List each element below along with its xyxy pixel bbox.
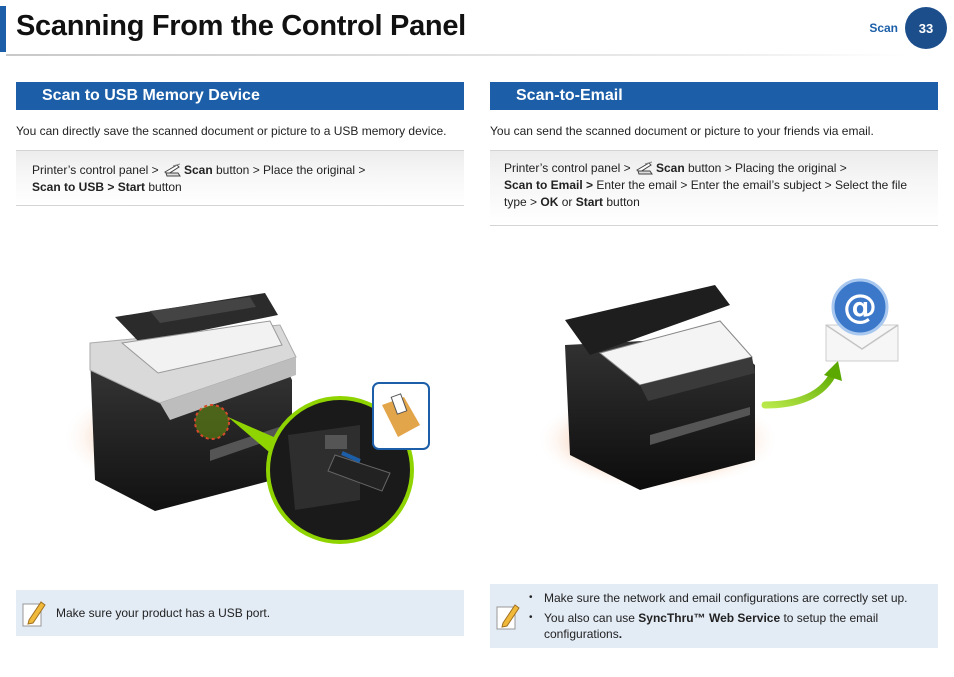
syncthru-link-text: SyncThru™ Web Service — [638, 611, 781, 625]
note-pencil-icon — [496, 604, 520, 630]
email-step-text: Enter the email > Enter the email’s subj… — [504, 178, 907, 209]
email-at-glyph: @ — [843, 287, 877, 327]
title-accent-bar — [0, 6, 6, 52]
scanner-glass — [120, 320, 283, 374]
note-text: You also can use — [544, 611, 639, 625]
list-item: You also can use SyncThru™ Web Service t… — [528, 610, 928, 642]
email-step-scan: Scan — [655, 161, 685, 175]
email-section-heading: Scan-to-Email — [490, 82, 938, 110]
usb-intro: You can directly save the scanned docume… — [16, 124, 447, 138]
title-rule — [6, 54, 906, 56]
usb-arrow — [341, 451, 361, 463]
usb-step-text: button > Place the original > — [212, 163, 366, 177]
email-step-text: button — [603, 195, 640, 209]
usb-step-text: Printer’s control panel > — [32, 163, 162, 177]
usb-steps: Printer’s control panel > Scan button > … — [16, 150, 464, 206]
note-text-end: . — [618, 627, 623, 641]
usb-step-text: button — [145, 180, 182, 194]
usb-step-target: Scan to USB > Start — [32, 180, 146, 194]
usb-step-scan: Scan — [183, 163, 213, 177]
usb-section: Scan to USB Memory Device You can direct… — [16, 82, 464, 206]
email-printer-illustration: @ — [536, 278, 899, 490]
usb-folder-body — [382, 397, 420, 437]
email-intro: You can send the scanned document or pic… — [490, 124, 874, 138]
section-label[interactable]: Scan — [869, 21, 898, 35]
page-title: Scanning From the Control Panel — [16, 10, 466, 42]
send-arrow — [761, 366, 839, 409]
zoom-usb-slot — [325, 435, 347, 449]
usb-section-heading: Scan to USB Memory Device — [16, 82, 464, 110]
email-section: Scan-to-Email You can send the scanned d… — [490, 82, 938, 226]
usb-printer-illustration — [62, 293, 430, 544]
usb-port-highlight — [194, 404, 230, 440]
list-item: Make sure the network and email configur… — [528, 590, 928, 606]
email-step-target: Scan to Email > — [504, 178, 594, 192]
usb-note: Make sure your product has a USB port. — [16, 590, 464, 636]
printer-control-strip — [640, 357, 755, 401]
email-steps: Printer’s control panel > Scan button > … — [490, 150, 938, 226]
usb-folder-plug — [390, 393, 408, 415]
email-step-start: Start — [575, 195, 604, 209]
email-envelope-flap — [825, 324, 899, 350]
usb-note-text: Make sure your product has a USB port. — [56, 606, 271, 620]
document-feeder — [150, 297, 256, 323]
page-number-badge: 33 — [905, 7, 947, 49]
send-arrow-head — [824, 361, 842, 381]
email-step-text: Printer’s control panel > — [504, 161, 634, 175]
email-note-list: Make sure the network and email configur… — [528, 590, 928, 646]
printer-control-strip — [160, 357, 296, 420]
email-at-icon — [831, 278, 889, 336]
email-step-text: or — [558, 195, 576, 209]
email-step-text: button > Placing the original > — [684, 161, 847, 175]
note-pencil-icon — [22, 601, 46, 627]
scanner-lid — [565, 285, 730, 355]
usb-stick — [327, 454, 391, 492]
paper-tray — [650, 407, 750, 445]
email-note: Make sure the network and email configur… — [490, 584, 938, 648]
scanner-icon — [636, 161, 653, 175]
scanner-icon — [164, 163, 181, 177]
note-text: to setup the email configurations — [544, 611, 879, 641]
email-step-ok: OK — [540, 195, 559, 209]
